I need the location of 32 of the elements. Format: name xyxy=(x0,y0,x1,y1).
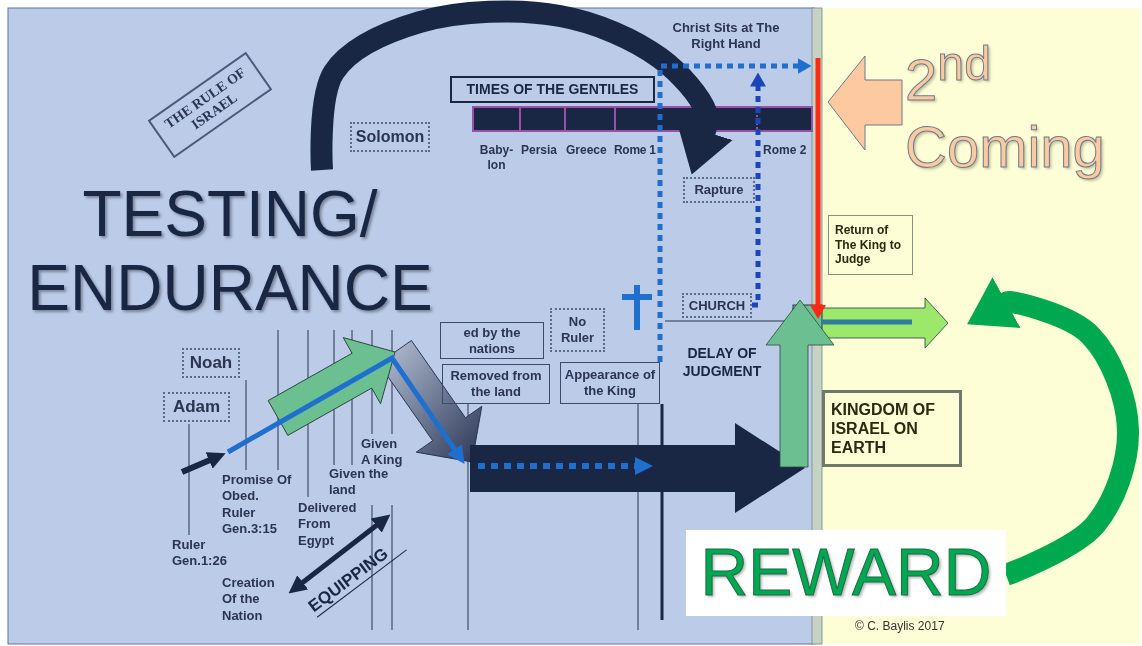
dotted-box: Solomon xyxy=(350,122,430,152)
edge-label: Christ Sits at The Right Hand xyxy=(671,20,781,53)
callout-box: KINGDOM OF ISRAEL ON EARTH xyxy=(822,390,962,467)
curved-arrow xyxy=(310,0,733,175)
period-label: Rome 1 xyxy=(614,143,657,158)
copyright-text: © C. Baylis 2017 xyxy=(855,619,946,634)
dotted-box: No Ruler xyxy=(550,308,605,352)
title-box: TIMES OF THE GENTILES xyxy=(450,76,655,103)
event-label: Creation Of the Nation xyxy=(222,575,276,624)
dotted-box: CHURCH xyxy=(682,293,752,318)
period-label: Persia xyxy=(521,143,559,158)
headline-text: TESTING/ ENDURANCE xyxy=(26,178,434,326)
period-label: Baby- lon xyxy=(478,143,515,173)
event-label: Promise Of Obed. Ruler Gen.3:15 xyxy=(222,472,293,537)
dotted-box: Adam xyxy=(163,392,230,422)
dotted-arrow xyxy=(657,58,812,362)
event-label: Ruler Gen.1:26 xyxy=(172,537,228,570)
period-label: Greece xyxy=(566,143,608,158)
period-label: Rome 2 xyxy=(763,143,808,158)
dotted-box: Rapture xyxy=(683,177,755,203)
callout-box: Appearance of the King xyxy=(560,362,660,404)
dotted-box: Noah xyxy=(182,348,240,378)
callout-box: ed by the nations xyxy=(440,322,544,359)
headline-text: 2$^{nd}$ Coming xyxy=(905,36,1106,181)
section-label: DELAY OF JUDGMENT xyxy=(681,345,763,380)
event-label: Given the land xyxy=(329,466,389,499)
dotted-arrow xyxy=(750,72,766,308)
callout-box: Removed from the land xyxy=(442,364,550,404)
curved-arrow xyxy=(966,277,1139,586)
callout-box: Return of The King to Judge xyxy=(828,215,913,275)
title-banner: REWARD xyxy=(686,530,1006,616)
event-label: Given A King xyxy=(361,436,404,469)
